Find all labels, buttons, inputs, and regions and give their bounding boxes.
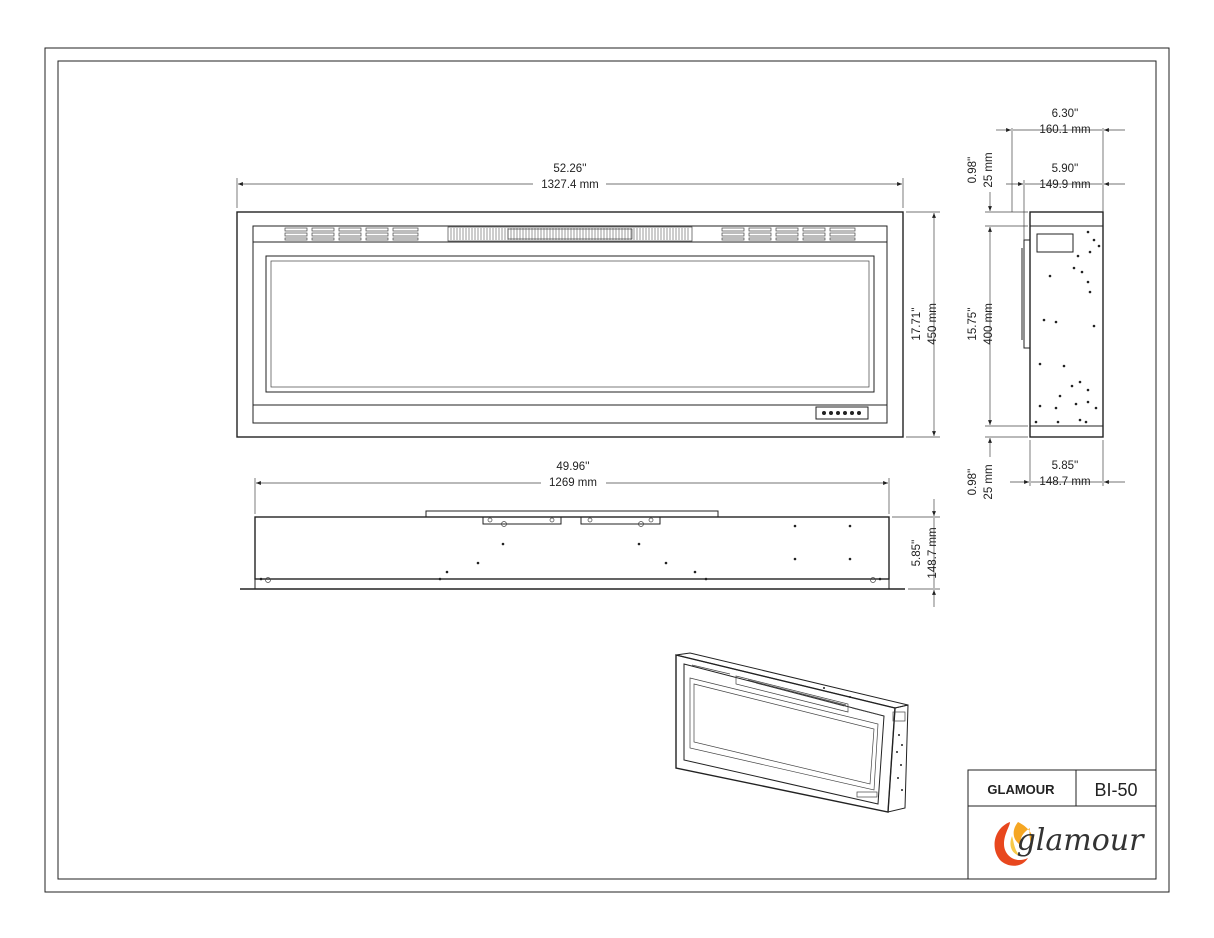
outer-border — [44, 47, 1170, 893]
rivet-dot — [1042, 318, 1046, 322]
rivet-dot — [1072, 266, 1076, 270]
side-bottom-flange-mm: 25 mm — [983, 464, 995, 499]
top-depth-in: 5.85'' — [911, 540, 923, 567]
rivet-dot — [1056, 420, 1060, 424]
rivet-dot — [1078, 380, 1082, 384]
rivet-dot — [1088, 250, 1092, 254]
title-block: GLAMOUR BI-50 glamour — [967, 769, 1157, 880]
rivet-dot — [1092, 238, 1096, 242]
isometric-view — [675, 652, 909, 813]
rivet-dot — [1070, 384, 1074, 388]
heater-grille — [447, 226, 693, 242]
logo-wordmark: glamour — [1017, 823, 1146, 858]
rivet-dot — [1038, 362, 1042, 366]
right-vent-grille — [721, 227, 856, 241]
side-bottom-flange-in: 0.98'' — [967, 469, 979, 496]
front-view: 52.26'' 1327.4 mm 17.71'' 450 mm — [236, 163, 940, 438]
rivet-dot — [1088, 290, 1092, 294]
rivet-dot — [1086, 388, 1090, 392]
side-overall-depth-mm: 160.1 mm — [1039, 124, 1090, 136]
rivet-dot — [1058, 394, 1062, 398]
rivet-dot — [1084, 420, 1088, 424]
rivet-dot — [1054, 406, 1058, 410]
front-height-mm: 450 mm — [927, 303, 939, 345]
front-height-in: 17.71'' — [911, 307, 923, 340]
rivet-dot — [1086, 280, 1090, 284]
rivet-dot — [1086, 400, 1090, 404]
side-body-height-mm: 400 mm — [983, 303, 995, 345]
side-overall-depth-in: 6.30'' — [1052, 108, 1079, 120]
rivet-dot — [1080, 270, 1084, 274]
top-width-mm: 1269 mm — [549, 477, 597, 489]
model-number: BI-50 — [1094, 780, 1137, 800]
side-lower-depth-in: 5.85'' — [1052, 460, 1079, 472]
rivet-dot — [1086, 230, 1090, 234]
rivet-dot — [1062, 364, 1066, 368]
top-depth-mm: 148.7 mm — [927, 527, 939, 578]
side-view: 6.30'' 160.1 mm 5.90'' 149.9 mm 0.98'' 2… — [967, 108, 1125, 500]
side-top-flange-in: 0.98'' — [967, 157, 979, 184]
flame-logo-icon — [994, 822, 1034, 866]
rivet-dot — [1034, 420, 1038, 424]
rivet-dot — [1097, 244, 1101, 248]
side-upper-depth-in: 5.90'' — [1052, 163, 1079, 175]
front-width-in: 52.26'' — [553, 163, 586, 175]
rivet-dot — [1048, 274, 1052, 278]
brand-name: GLAMOUR — [987, 782, 1055, 797]
rivet-dot — [1074, 402, 1078, 406]
control-panel — [815, 406, 869, 420]
left-vent-grille — [284, 227, 419, 241]
top-view: 49.96'' 1269 mm 5.85'' 148.7 mm — [240, 461, 940, 607]
side-upper-depth-mm: 149.9 mm — [1039, 179, 1090, 191]
front-width-mm: 1327.4 mm — [541, 179, 599, 191]
top-width-in: 49.96'' — [556, 461, 589, 473]
rivet-dot — [1076, 254, 1080, 258]
rivet-dot — [1054, 320, 1058, 324]
side-lower-depth-mm: 148.7 mm — [1039, 476, 1090, 488]
side-body-height-in: 15.75'' — [967, 307, 979, 340]
rivet-dot — [1078, 418, 1082, 422]
inner-border — [57, 60, 1157, 880]
rivet-dot — [1092, 324, 1096, 328]
rivet-dot — [1094, 406, 1098, 410]
rivet-dot — [1038, 404, 1042, 408]
side-top-flange-mm: 25 mm — [983, 152, 995, 187]
